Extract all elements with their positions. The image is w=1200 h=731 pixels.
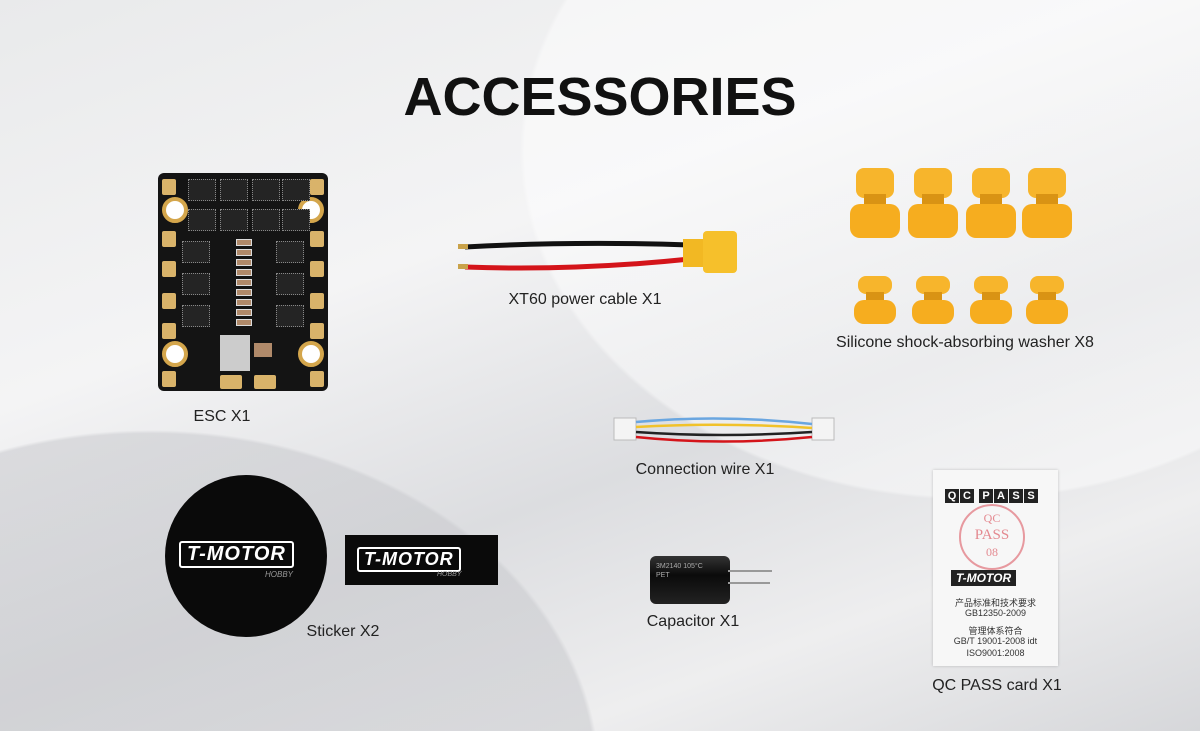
- rect-sticker-image: T-MOTOR HOBBY: [345, 535, 498, 585]
- qc-card-label: QC PASS card X1: [932, 677, 1062, 694]
- xt60-label: XT60 power cable X1: [508, 291, 662, 308]
- capacitor-image: 3M2140 105°C PET: [650, 556, 730, 604]
- capacitor-label: Capacitor X1: [646, 613, 740, 630]
- qc-line: GB/T 19001-2008 idt: [953, 636, 1038, 646]
- esc-board-image: [158, 173, 328, 391]
- capacitor-print: 3M2140 105°C PET: [656, 563, 703, 579]
- qc-line: ISO9001:2008: [966, 648, 1025, 658]
- qc-line: GB12350-2009: [964, 608, 1027, 618]
- capacitor-lead: [728, 582, 770, 584]
- qc-line: 产品标准和技术要求: [954, 598, 1036, 608]
- washer-label: Silicone shock-absorbing washer X8: [836, 334, 1094, 351]
- connection-wire-label: Connection wire X1: [635, 461, 775, 478]
- hobby-text: HOBBY: [437, 571, 462, 578]
- esc-label: ESC X1: [193, 408, 251, 425]
- page-title: ACCESSORIES: [403, 67, 797, 127]
- tmotor-logo: T-MOTOR: [179, 541, 294, 568]
- hobby-text: HOBBY: [265, 570, 294, 579]
- sticker-label: Sticker X2: [306, 623, 380, 640]
- xt60-cable-image: [458, 231, 737, 273]
- tmotor-logo: T-MOTOR: [357, 547, 461, 572]
- qc-tmotor-logo: T-MOTOR: [951, 570, 1017, 586]
- connection-wire-image: [613, 417, 835, 443]
- round-sticker-image: T-MOTOR HOBBY: [165, 475, 327, 637]
- capacitor-lead: [728, 570, 772, 572]
- qc-line: 管理体系符合: [968, 626, 1023, 636]
